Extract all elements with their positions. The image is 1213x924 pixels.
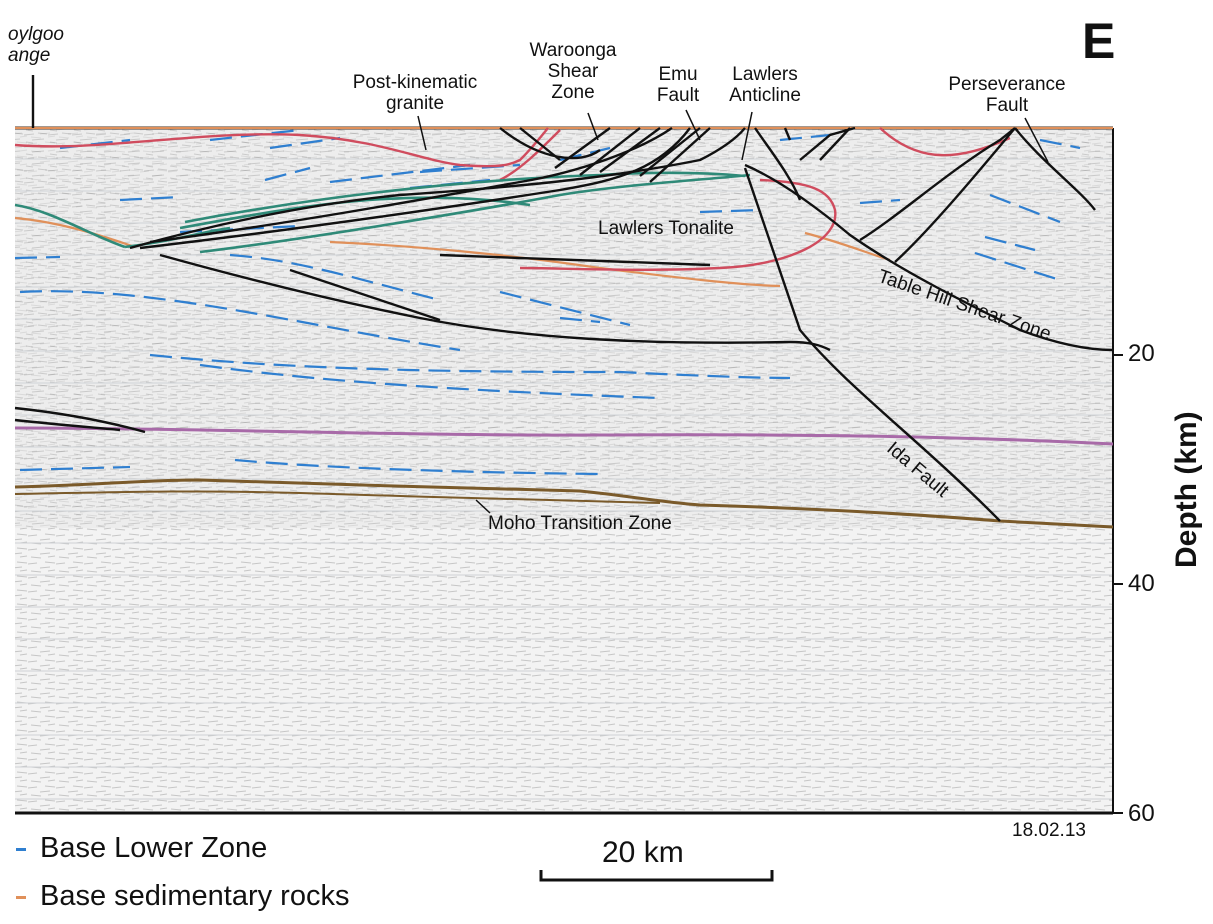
label-emu-fault-line2: Fault (656, 85, 700, 106)
label-leader-lines (417, 109, 1049, 514)
moho-transition-zone-lines (14, 478, 1114, 529)
label-emu-fault-line1: Emu (658, 64, 698, 85)
label-waroonga-shear-zone-line2: Shear (547, 61, 599, 82)
label-waroonga-shear-zone-line3: Zone (551, 82, 595, 103)
scale-bar-label: 20 km (602, 836, 684, 869)
label-emu-fault: Emu Fault (638, 64, 718, 106)
label-waroonga-shear-zone: Waroonga Shear Zone (518, 40, 628, 103)
legend-swatch-orange-dash (16, 895, 26, 899)
magenta-reflector (14, 426, 1114, 446)
label-lawlers-anticline-line1: Lawlers (732, 64, 798, 85)
depth-axis-title: Depth (km) (1170, 411, 1203, 568)
depth-tick-label-20: 20 (1128, 340, 1155, 367)
label-post-kinematic-granite-line2: granite (385, 93, 445, 114)
label-perseverance-fault-line2: Fault (985, 95, 1029, 116)
legend-swatch-blue-dash (16, 847, 26, 851)
depth-tick-label-60: 60 (1128, 800, 1155, 827)
legend-label-base-sedimentary-rocks: Base sedimentary rocks (40, 880, 350, 912)
faults-and-shear-zones (14, 75, 1114, 522)
label-youlgoo-range: oylgoo ange (8, 24, 64, 66)
label-waroonga-shear-zone-line1: Waroonga (529, 40, 617, 61)
label-perseverance-fault: Perseverance Fault (922, 74, 1092, 116)
label-youlgoo-range-line2: ange (8, 45, 51, 66)
label-post-kinematic-granite: Post-kinematic granite (330, 72, 500, 114)
figure-date: 18.02.13 (1012, 820, 1086, 841)
label-youlgoo-range-line1: oylgoo (8, 24, 64, 45)
depth-tick-label-40: 40 (1128, 570, 1155, 597)
label-moho-transition-zone: Moho Transition Zone (488, 513, 672, 534)
scale-bar (539, 870, 774, 882)
label-lawlers-anticline-line2: Anticline (729, 85, 801, 106)
label-post-kinematic-granite-line1: Post-kinematic (352, 72, 478, 93)
legend-label-base-lower-zone: Base Lower Zone (40, 832, 268, 864)
label-lawlers-tonalite: Lawlers Tonalite (598, 218, 734, 239)
panel-letter: E (1082, 13, 1116, 69)
legend-item-base-sedimentary-rocks: Base sedimentary rocks (16, 880, 349, 913)
label-perseverance-fault-line1: Perseverance (948, 74, 1066, 95)
legend-item-base-lower-zone: Base Lower Zone (16, 832, 267, 865)
label-lawlers-anticline: Lawlers Anticline (710, 64, 820, 106)
